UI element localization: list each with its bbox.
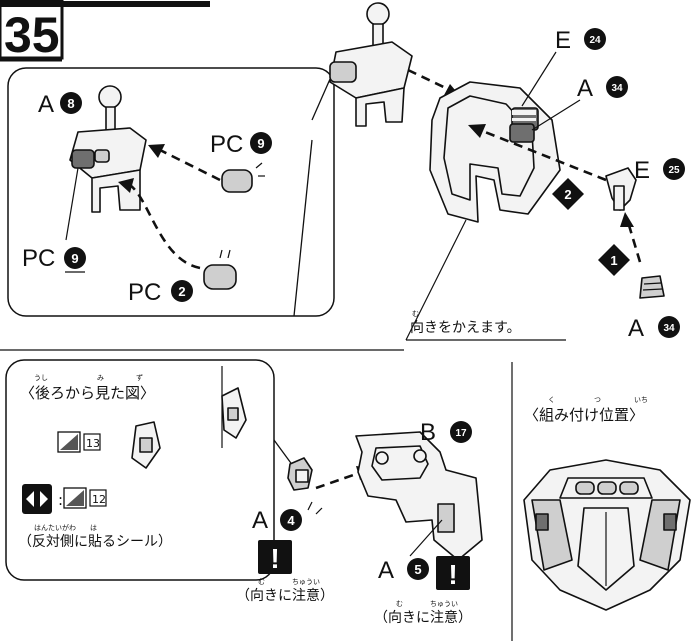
- caution-ruby-chuui: ちゅうい: [292, 578, 320, 586]
- num-badge-a5: [407, 558, 429, 580]
- part-pc2: [203, 249, 237, 290]
- num-pc9-left: 9: [71, 251, 78, 266]
- flip-icon: [22, 484, 52, 514]
- num-badge-b17: [450, 421, 472, 443]
- caution-ruby-mu: む: [258, 578, 265, 586]
- sticker-row-12: : 12: [22, 484, 107, 514]
- back-view-ruby-2: み: [97, 374, 104, 382]
- caution-icon: [436, 556, 470, 590]
- caution-glyph: !: [448, 559, 457, 590]
- num-b17: 17: [455, 428, 467, 439]
- position-ruby-1: く: [548, 396, 555, 404]
- label-pc2: PC: [128, 279, 161, 306]
- label-pc9-right: PC: [210, 131, 243, 158]
- back-view-ruby-3: ず: [136, 373, 143, 382]
- position-title: 〈組み付け位置〉: [524, 406, 644, 424]
- part-a8-assembled: [329, 2, 413, 127]
- caution-text-2: （向きに注意）: [374, 609, 472, 626]
- label-a34-top: A: [577, 75, 593, 102]
- back-view-title: 〈後ろから見た図〉: [20, 384, 155, 402]
- label-a8: A: [38, 91, 54, 118]
- num-badge-a8: [60, 92, 82, 114]
- num-pc9-right: 9: [257, 136, 264, 151]
- num-badge-pc2: [171, 280, 193, 302]
- assembly-arrow: [479, 128, 607, 182]
- sticker-13: 13: [86, 437, 100, 450]
- note-turn-ruby: む: [412, 310, 419, 318]
- assembly-arrow: [626, 221, 642, 263]
- leader-line: [409, 519, 443, 557]
- label-a5: A: [378, 557, 394, 584]
- num-badge-pc9-right: [250, 132, 272, 154]
- part-body: [429, 81, 561, 223]
- back-view-ruby-1: うし: [34, 374, 48, 382]
- caution-text-1: （向きに注意）: [236, 587, 334, 604]
- svg-text:2: 2: [564, 187, 571, 202]
- num-a8: 8: [67, 96, 74, 111]
- num-badge-e24: [584, 28, 606, 50]
- num-badge-a34-bottom: [658, 316, 680, 338]
- num-e24: 24: [589, 35, 601, 46]
- caution-ruby-mu: む: [396, 600, 403, 608]
- num-badge-pc9-left: [64, 247, 86, 269]
- reverse-side-note: （反対側に貼るシール）: [18, 534, 172, 550]
- step-badge-1: 1: [598, 244, 630, 276]
- num-a34-bottom: 34: [663, 323, 675, 334]
- num-badge-a34-top: [606, 76, 628, 98]
- part-assembly-position: [523, 459, 691, 611]
- arrowhead: [148, 144, 165, 158]
- assembly-arrow: [315, 470, 363, 490]
- part-b17: [355, 431, 483, 561]
- leader-line: [521, 51, 557, 107]
- back-view-panel: [5, 359, 275, 581]
- callout-line: [293, 139, 313, 317]
- assembly-arrow: [407, 68, 451, 92]
- label-a4: A: [252, 507, 268, 534]
- num-a5: 5: [414, 562, 421, 577]
- reverse-ruby-1: はんたいがわ: [34, 523, 76, 532]
- part-e25: [605, 167, 637, 211]
- reverse-ruby-2: は: [90, 524, 97, 532]
- leader-line: [531, 99, 581, 131]
- part-back-small: [131, 421, 161, 469]
- leader-line: [65, 167, 79, 241]
- sticker-colon: :: [58, 491, 63, 509]
- caution-ruby-chuui: ちゅうい: [430, 600, 458, 608]
- sticker-12: 12: [92, 493, 106, 506]
- label-pc9-left: PC: [22, 245, 55, 272]
- num-badge-a4: [280, 509, 302, 531]
- caution-icon: [258, 540, 292, 574]
- label-e24: E: [555, 27, 571, 54]
- num-a4: 4: [287, 513, 295, 528]
- part-pc9-right: [221, 162, 265, 193]
- svg-text:1: 1: [610, 253, 617, 268]
- label-a34-bottom: A: [628, 315, 644, 342]
- step-number: 35: [4, 7, 60, 63]
- step-header: 35: [0, 0, 210, 63]
- position-ruby-3: いち: [634, 396, 648, 404]
- num-e25: 25: [668, 165, 680, 176]
- caution-glyph: !: [270, 543, 279, 574]
- part-a4: [287, 457, 313, 491]
- num-pc2: 2: [178, 284, 185, 299]
- part-a34: [639, 275, 665, 299]
- label-e25: E: [634, 157, 650, 184]
- arrowhead: [620, 212, 634, 227]
- sticker-row-13: 13: [57, 431, 101, 453]
- detail-panel: [7, 67, 335, 317]
- leader-line: [405, 219, 467, 341]
- num-badge-e25: [663, 158, 685, 180]
- assembly-arrow: [159, 148, 221, 182]
- step-badge-2: 2: [552, 178, 584, 210]
- arrowhead: [468, 124, 486, 138]
- label-b17: B: [420, 419, 436, 446]
- num-a34-top: 34: [611, 83, 623, 94]
- part-back-top: [221, 387, 247, 439]
- note-turn: 向きをかえます。: [410, 320, 521, 336]
- position-ruby-2: つ: [594, 396, 601, 404]
- arrowhead: [118, 178, 134, 193]
